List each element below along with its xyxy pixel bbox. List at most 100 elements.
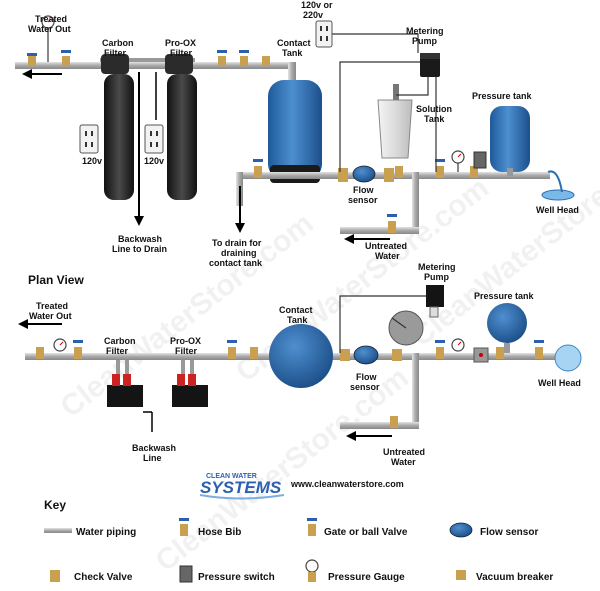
feed-line [391,317,407,329]
legend-item-hose-bib: Hose Bib [179,518,241,538]
contact-tank-inlet [288,62,296,82]
treated-flow-arrow [22,69,62,79]
untreated-flow-arrow [346,431,392,441]
switch-dot [479,353,483,357]
hose-bib-icon [27,53,37,66]
legend-item-pressure-gauge: Pressure Gauge [305,559,405,583]
svg-text:SYSTEMS: SYSTEMS [200,478,282,497]
valve-icon [390,416,398,428]
treated-flow-arrow [18,319,62,329]
svg-text:CLEAN WATER: CLEAN WATER [206,473,257,480]
svg-text:Pressure Gauge: Pressure Gauge [328,572,405,583]
svg-text:Gate or ball Valve: Gate or ball Valve [324,527,408,538]
solution-tank [377,84,413,159]
legend-item-vacuum-breaker: Vacuum breaker [456,570,553,583]
well-head-plan [554,344,582,372]
outlet-a-label: 120v [82,156,102,166]
contact-tank [268,80,322,183]
metering-pump [420,53,440,77]
plan-view: Plan View [18,262,582,467]
untreated-flow-arrow [344,234,390,244]
svg-text:Check Valve: Check Valve [74,572,133,583]
outlet-icon [315,20,333,48]
untreated-riser-plan [412,353,419,429]
untreated-pipe [340,227,419,234]
svg-text:Flow sensor: Flow sensor [480,527,538,538]
flow-sensor [352,165,376,183]
outlet-icon [79,124,164,154]
backwash-line [134,72,157,226]
pressure-switch-icon [473,151,487,169]
pump-head [429,306,439,318]
plan-well-head-label: Well Head [538,378,581,388]
gauge-icon [41,15,55,62]
legend: Key Water piping Hose Bib Gate or ball V… [44,498,553,583]
svg-text:Vacuum breaker: Vacuum breaker [476,572,553,583]
pressure-tank-plan [487,303,527,343]
well-head-label: Well Head [536,205,579,215]
pressure-tank-label: Pressure tank [472,91,533,101]
backwash-line [143,411,153,432]
contact-tank-plan [269,324,333,388]
filter-manifold [100,58,195,62]
untreated-pipe-plan [340,422,419,429]
legend-item-water-piping: Water piping [44,527,136,538]
gauge-icon [451,150,465,172]
carbon-filter [101,54,134,200]
tank-stem [504,343,510,353]
treated-water-pipe [15,62,295,69]
legend-item-gate-valve: Gate or ball Valve [307,518,408,538]
check-valve-icon [340,349,402,361]
prox-filter [165,54,197,200]
plan-pressure-tank-label: Pressure tank [474,291,535,301]
svg-text:Pressure switch: Pressure switch [198,572,275,583]
untreated-riser [412,172,419,234]
svg-text:Water piping: Water piping [76,527,136,538]
metering-pump-plan [426,285,444,307]
plan-view-heading: Plan View [28,273,84,287]
carbon-filter-plan [107,360,143,407]
flow-sensor-plan [353,345,379,365]
valve-icon [253,159,478,178]
pressure-tank [490,106,530,176]
chemical-feed-line [330,33,437,172]
svg-text:Hose Bib: Hose Bib [198,527,241,538]
chemical-feed-line [339,295,426,353]
legend-item-pressure-switch: Pressure switch [179,565,275,583]
legend-item-check-valve: Check Valve [50,570,133,583]
prox-filter-plan [172,360,208,407]
legend-title: Key [44,498,66,512]
legend-item-flow-sensor: Flow sensor [449,522,538,538]
drain-arrow [235,186,245,233]
valve-icon [387,214,397,233]
well-head [541,170,575,201]
outlet-b-label: 120v [144,156,164,166]
check-valve-icon [338,168,394,182]
gauge-icon [53,338,465,352]
valve-icon [36,340,544,359]
brand-url: www.cleanwaterstore.com [290,479,404,489]
brand-logo: CLEAN WATER SYSTEMS [199,473,285,500]
